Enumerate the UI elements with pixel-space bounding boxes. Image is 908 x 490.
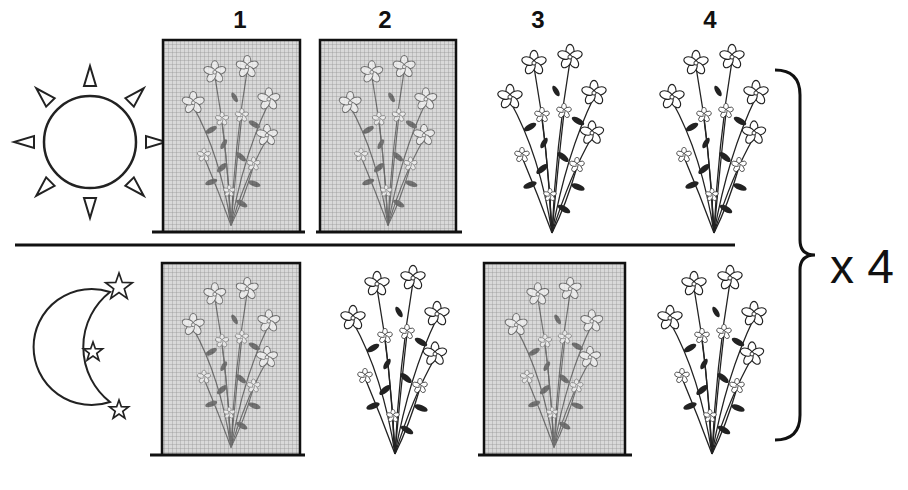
column-number: 2: [378, 6, 391, 33]
caged-plant: [478, 263, 632, 455]
column-number: 3: [531, 6, 544, 33]
column-number: 3: [531, 6, 544, 34]
open-plant: [340, 265, 451, 454]
row-divider: [15, 244, 735, 247]
repeat-label: x 4: [830, 239, 894, 294]
column-number: 2: [378, 6, 391, 34]
open-plant: [657, 265, 768, 454]
sun-symbol: [14, 66, 166, 218]
caged-plant: [150, 263, 305, 455]
repeat-bracket: [775, 70, 815, 440]
open-plant: [659, 44, 770, 233]
caged-plant: [316, 40, 462, 232]
column-number: 1: [233, 6, 246, 34]
column-number: 1: [233, 6, 246, 33]
repeat-label: x 4: [830, 240, 894, 293]
column-number: 4: [703, 6, 716, 34]
column-number: 4: [703, 6, 716, 33]
open-plant: [497, 44, 608, 233]
caged-plant: [152, 40, 305, 232]
moon-symbol: [34, 273, 133, 418]
